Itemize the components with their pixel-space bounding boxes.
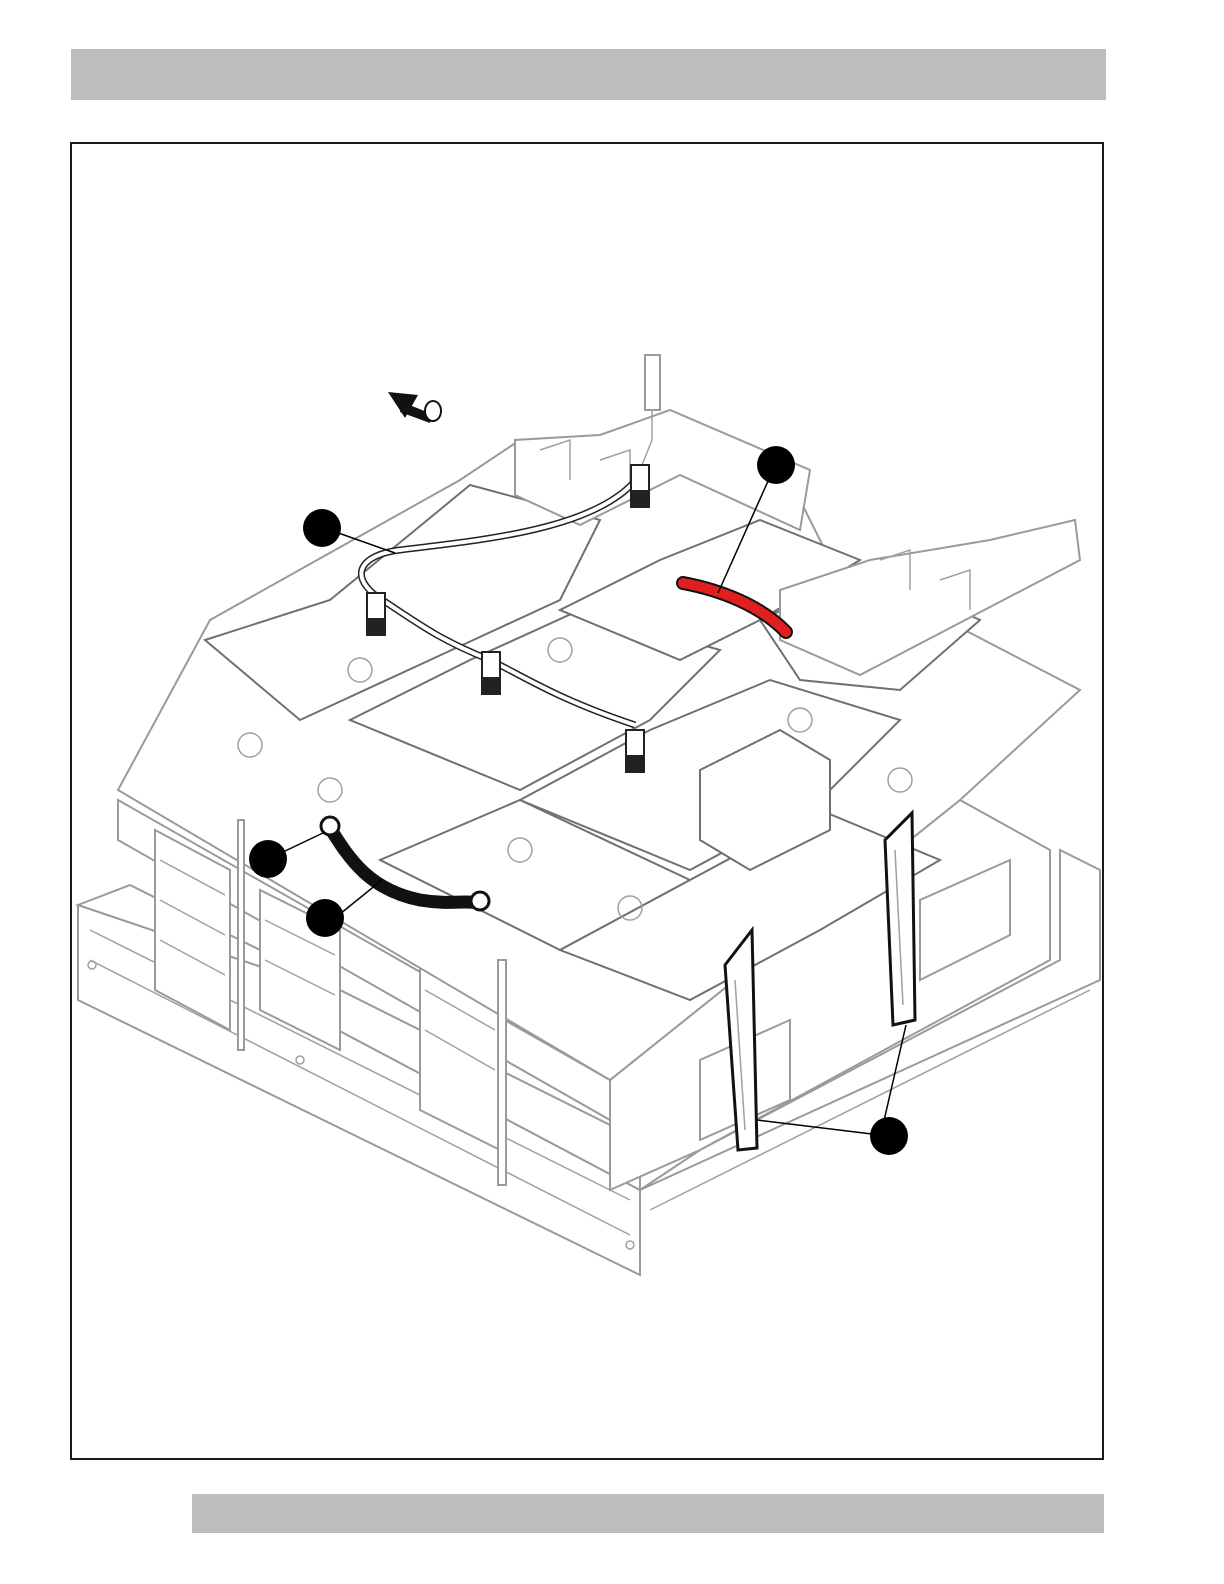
terminal-post-4 xyxy=(626,730,644,772)
footer-bar xyxy=(192,1494,1104,1533)
terminal-post-1 xyxy=(631,465,649,507)
callout-mid-left-lower xyxy=(306,899,344,937)
callout-top-left xyxy=(303,509,341,547)
callout-top-right xyxy=(757,446,795,484)
front-direction-arrow-icon xyxy=(388,392,441,423)
callout-bottom-right xyxy=(870,1117,908,1155)
terminal-post-3 xyxy=(482,652,500,694)
terminal-post-2 xyxy=(367,593,385,635)
callout-mid-left-upper xyxy=(249,840,287,878)
